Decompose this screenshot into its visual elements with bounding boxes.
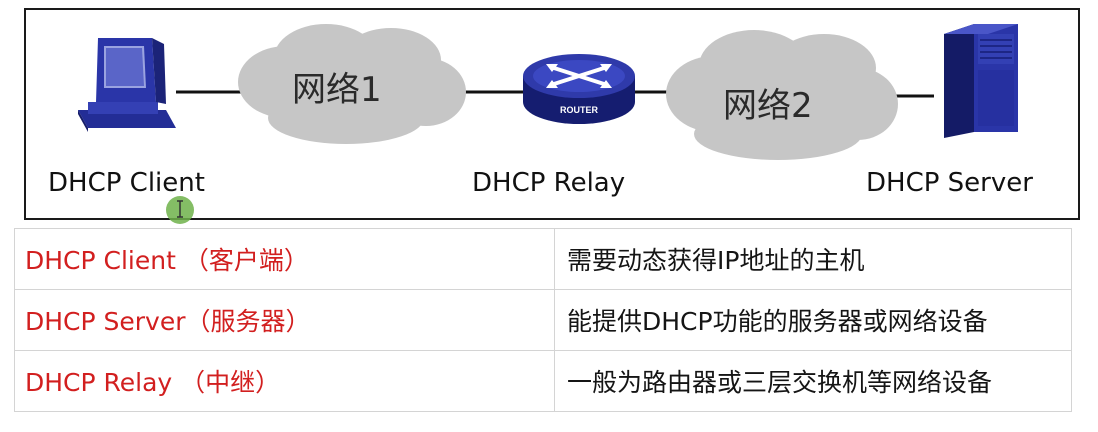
role-definition-table: DHCP Client （客户端） 需要动态获得IP地址的主机 DHCP Ser…: [14, 228, 1072, 412]
table-row: DHCP Client （客户端） 需要动态获得IP地址的主机: [14, 228, 1072, 290]
network-1-cloud: [238, 24, 466, 144]
dhcp-server-label: DHCP Server: [866, 168, 1033, 198]
network-topology-diagram: ROUTER 网络1 网络2 DHCP Client DHCP Relay DH…: [24, 8, 1080, 220]
desktop-computer-icon: [78, 38, 176, 132]
dhcp-relay-label: DHCP Relay: [472, 168, 626, 198]
dhcp-client-label: DHCP Client: [48, 168, 205, 198]
role-term-cell: DHCP Relay （中继）: [14, 350, 555, 412]
network-1-label: 网络1: [292, 70, 382, 110]
topology-canvas: ROUTER: [78, 24, 1018, 160]
table-row: DHCP Relay （中继） 一般为路由器或三层交换机等网络设备: [14, 350, 1072, 412]
server-tower-icon: [944, 24, 1018, 138]
router-icon: ROUTER: [523, 54, 635, 124]
router-badge-text: ROUTER: [560, 105, 599, 115]
network-2-cloud: [666, 30, 898, 160]
role-description-cell: 一般为路由器或三层交换机等网络设备: [554, 350, 1072, 412]
role-description-cell: 能提供DHCP功能的服务器或网络设备: [554, 289, 1072, 351]
text-cursor-icon: [176, 200, 184, 218]
role-term-cell: DHCP Server（服务器）: [14, 289, 555, 351]
role-term-cell: DHCP Client （客户端）: [14, 228, 555, 290]
network-2-label: 网络2: [723, 86, 813, 126]
table-row: DHCP Server（服务器） 能提供DHCP功能的服务器或网络设备: [14, 289, 1072, 351]
role-description-cell: 需要动态获得IP地址的主机: [554, 228, 1072, 290]
